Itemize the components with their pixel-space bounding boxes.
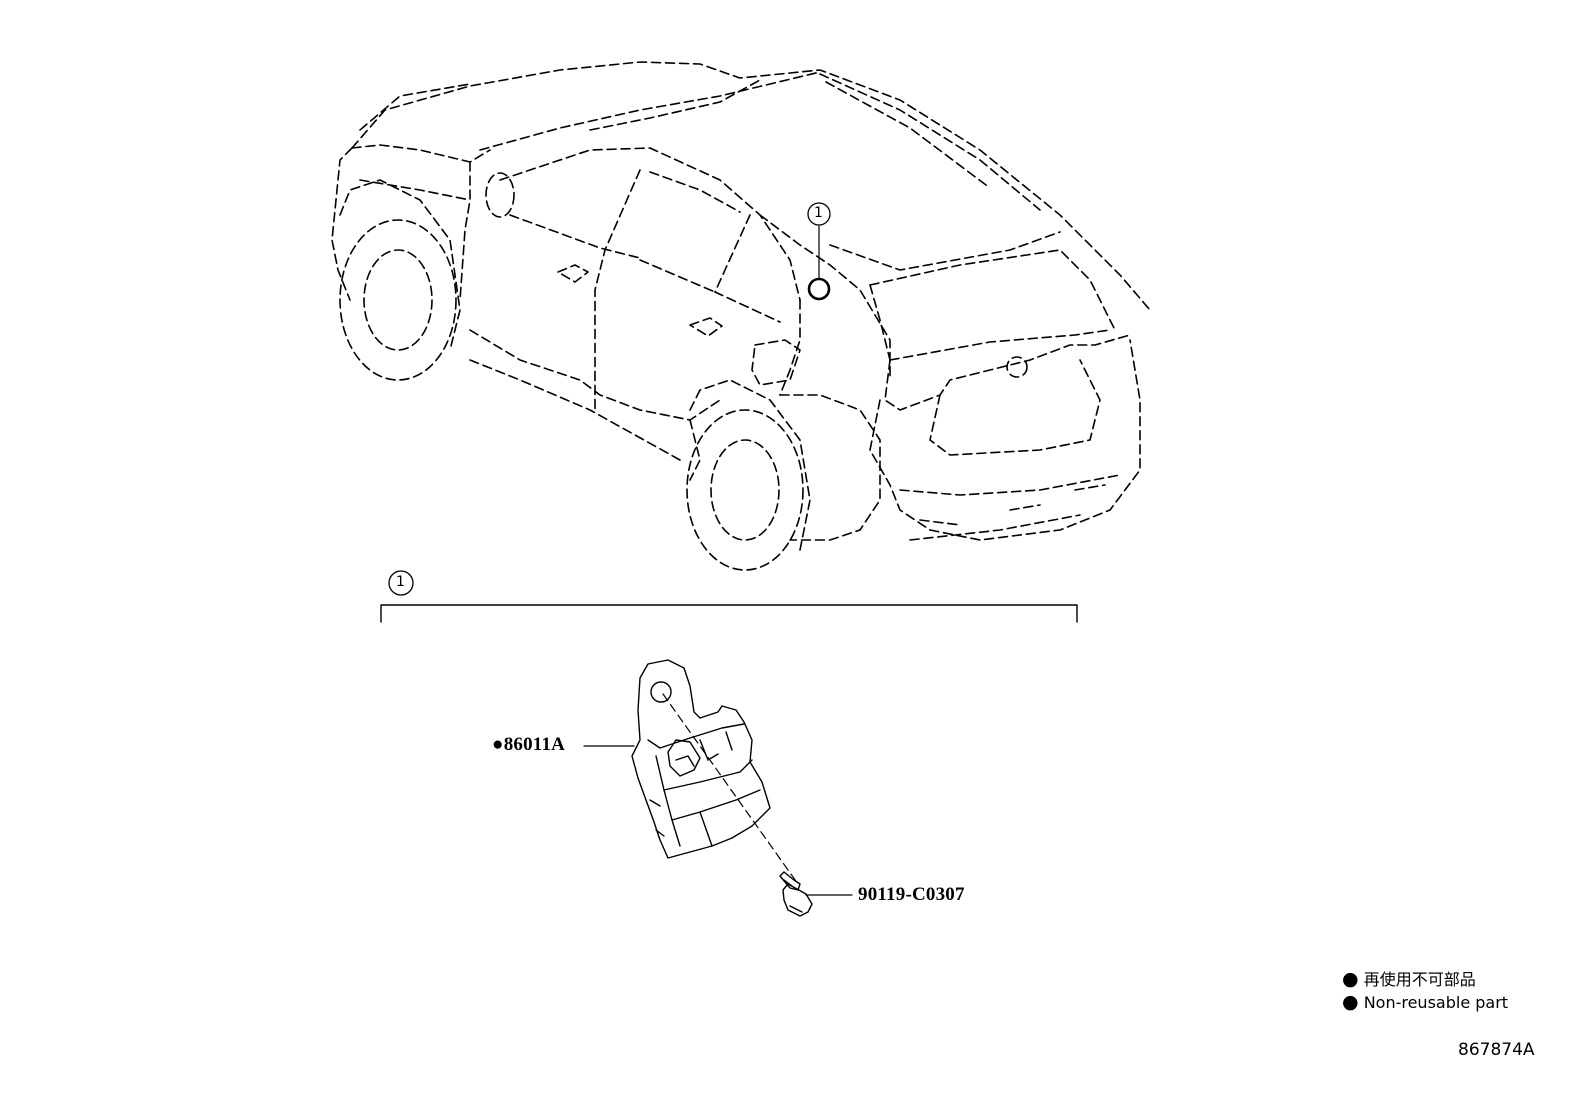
vehicle-callout-bubble (807, 202, 831, 226)
vehicle-illustration (331, 61, 1151, 571)
legend-symbol: ● (1342, 968, 1359, 990)
part-number: 86011A (503, 734, 566, 755)
part-number: 90119-C0307 (858, 884, 965, 905)
bolt-axis-line (662, 693, 799, 885)
legend-symbol: ● (1342, 991, 1359, 1013)
legend-text-ja: 再使用不可部品 (1363, 970, 1476, 989)
illustration-number: 867874A (1458, 1040, 1535, 1060)
group-callout-number: 1 (396, 574, 405, 590)
non-reusable-marker: ● (492, 734, 504, 755)
group-bracket (380, 604, 1078, 623)
vehicle-callout-number: 1 (814, 205, 823, 221)
sensor-part-86011A (631, 659, 771, 859)
part-label-86011A: ●86011A (492, 734, 565, 756)
part-label-90119-C0307: 90119-C0307 (858, 884, 965, 906)
legend-en: ● Non-reusable part (1342, 991, 1508, 1013)
legend-text-en: Non-reusable part (1363, 993, 1509, 1012)
group-callout-bubble (388, 570, 414, 596)
bolt-part-90119-C0307 (779, 871, 813, 917)
sensor-location-marker (807, 225, 831, 301)
legend-ja: ● 再使用不可部品 (1342, 966, 1476, 990)
